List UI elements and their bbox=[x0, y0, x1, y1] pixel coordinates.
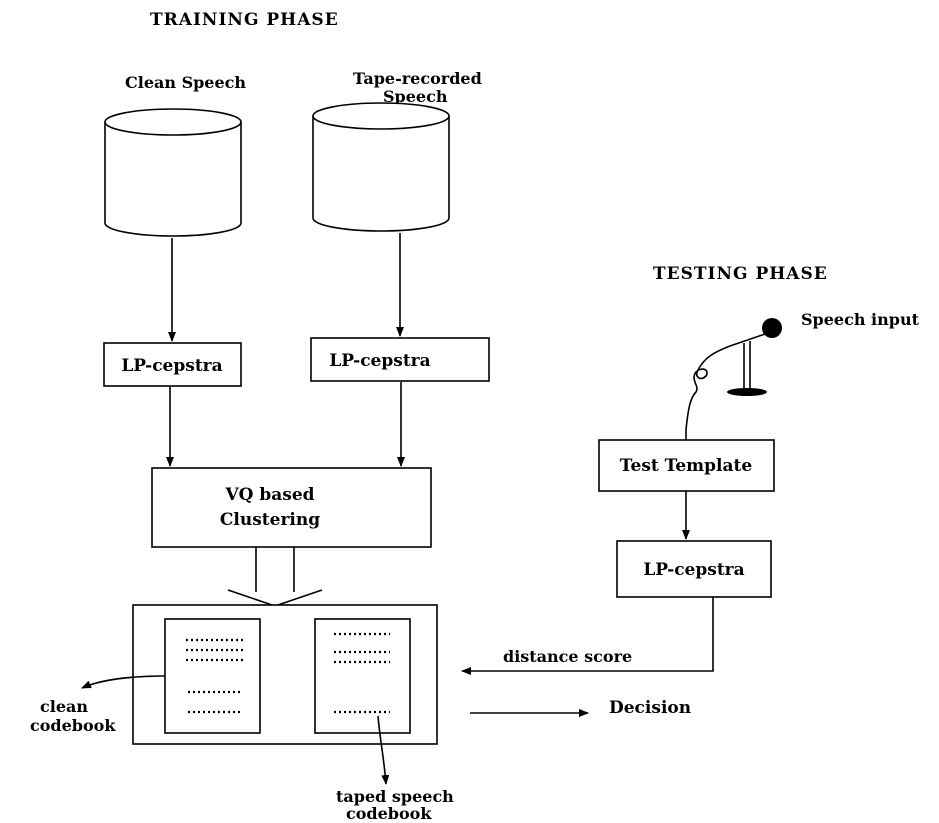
clean-codebook-label-line1: clean bbox=[40, 697, 88, 716]
block-arrow-vq-to-codebooks bbox=[227, 547, 323, 607]
decision-label: Decision bbox=[609, 698, 691, 718]
lp-cepstra-test-box bbox=[616, 540, 772, 598]
tape-speech-label-line1: Tape-recorded bbox=[353, 69, 482, 88]
taped-codebook-label-line1: taped speech bbox=[336, 787, 454, 806]
taped-codebook-label-line2: codebook bbox=[346, 804, 432, 823]
lp-cepstra-box-right bbox=[310, 337, 490, 382]
clean-codebook bbox=[164, 618, 261, 734]
lp-cepstra-box-left bbox=[103, 342, 242, 387]
arrow-clean-codebook-pointer bbox=[81, 675, 166, 689]
testing-phase-heading: TESTING PHASE bbox=[653, 264, 828, 284]
test-template-label: Test Template bbox=[620, 456, 753, 476]
arrow-taped-codebook-pointer bbox=[377, 715, 390, 785]
taped-speech-codebook bbox=[314, 618, 411, 734]
distance-score-label: distance score bbox=[503, 647, 632, 666]
training-phase-heading: TRAINING PHASE bbox=[150, 10, 339, 30]
arrow-distance-score bbox=[461, 597, 714, 675]
vq-clustering-box bbox=[151, 467, 432, 548]
vq-clustering-label-line1: VQ based bbox=[224, 485, 314, 505]
vq-clustering-label-line2: Clustering bbox=[220, 510, 320, 530]
microphone-icon bbox=[685, 318, 782, 447]
speech-input-label: Speech input bbox=[801, 310, 920, 329]
lp-cepstra-test-label: LP-cepstra bbox=[643, 560, 744, 580]
lp-cepstra-right-label: LP-cepstra bbox=[329, 351, 430, 371]
test-template-box bbox=[598, 439, 775, 492]
lp-cepstra-left-label: LP-cepstra bbox=[121, 356, 222, 376]
clean-speech-label: Clean Speech bbox=[125, 73, 246, 92]
clean-speech-database-icon bbox=[104, 108, 242, 237]
tape-speech-database-icon bbox=[312, 102, 450, 232]
tape-speech-label-line2: Speech bbox=[383, 87, 448, 106]
clean-codebook-label-line2: codebook bbox=[30, 716, 116, 735]
